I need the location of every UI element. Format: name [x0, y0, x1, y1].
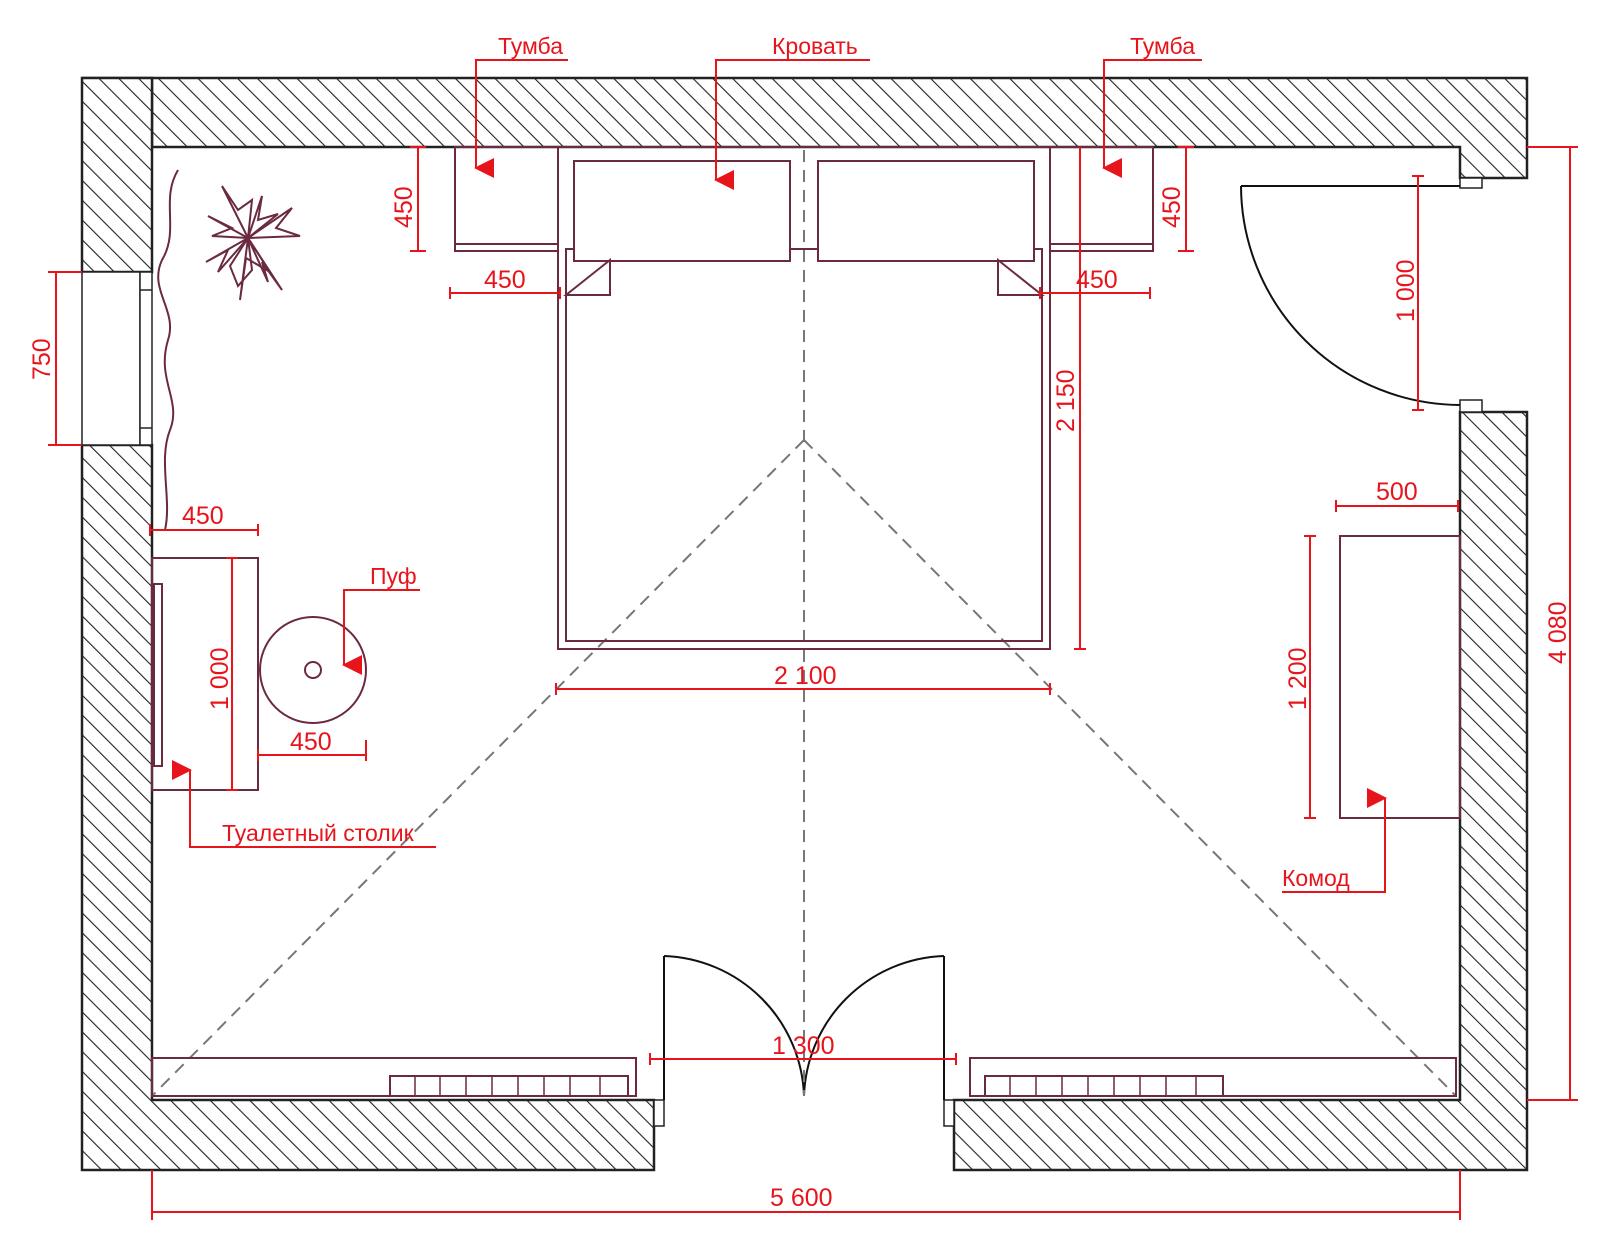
- dim-vanity-depth: 450: [182, 502, 224, 530]
- dim-nightstand-left-depth: 450: [390, 186, 418, 228]
- bed-label: Кровать: [772, 33, 858, 59]
- bed: [557, 146, 1051, 650]
- wall-bottom-right: [952, 410, 1529, 1172]
- dim-room-width: 5 600: [770, 1184, 833, 1212]
- dim-nightstand-right-width: 450: [1076, 266, 1118, 294]
- nightstand-left-label: Тумба: [498, 33, 563, 59]
- dim-nightstand-right-depth: 450: [1158, 186, 1186, 228]
- nightstand-left: [454, 146, 559, 252]
- entrance-double-door: [663, 955, 945, 1100]
- window: [81, 271, 153, 446]
- radiator-right: [969, 1057, 1457, 1097]
- dim-entrance-width: 1 300: [772, 1032, 835, 1060]
- radiator-left: [151, 1057, 637, 1097]
- door-right-jamb-top: [1459, 177, 1483, 189]
- dim-dresser-length: 1 200: [1284, 647, 1312, 710]
- dimension-lines: [48, 146, 1578, 1220]
- dim-window-width: 750: [28, 338, 56, 380]
- entrance-jamb-right: [943, 1099, 955, 1127]
- dim-pouf-size: 450: [290, 728, 332, 756]
- nightstand-right-label: Тумба: [1130, 33, 1195, 59]
- nightstand-right: [1049, 146, 1154, 252]
- plant-icon: [205, 185, 301, 301]
- dim-room-depth: 4 080: [1544, 601, 1572, 664]
- dim-dresser-depth: 500: [1376, 478, 1418, 506]
- dresser-label: Комод: [1282, 865, 1350, 891]
- pouf-label: Пуф: [370, 563, 417, 589]
- dim-door-right-width: 1 000: [1392, 259, 1420, 322]
- vanity-table: [151, 557, 259, 791]
- wall-top: [82, 76, 1529, 180]
- dim-bed-width: 2 100: [774, 662, 837, 690]
- wall-left-upper: [80, 76, 154, 274]
- dim-bed-length: 2 150: [1052, 369, 1080, 432]
- wall-left-lower: [80, 443, 656, 1172]
- leader-lines: [172, 59, 1387, 893]
- dresser: [1339, 535, 1461, 819]
- vanity-table-label: Туалетный столик: [222, 820, 415, 846]
- dim-vanity-length: 1 000: [206, 647, 234, 710]
- door-right-jamb-bottom: [1459, 399, 1483, 413]
- pouf: [259, 616, 367, 724]
- perspective-lines: [151, 150, 1457, 1097]
- dim-nightstand-left-width: 450: [484, 266, 526, 294]
- door-right: [1240, 185, 1461, 406]
- entrance-jamb-left: [653, 1099, 665, 1127]
- curtain: [157, 169, 179, 531]
